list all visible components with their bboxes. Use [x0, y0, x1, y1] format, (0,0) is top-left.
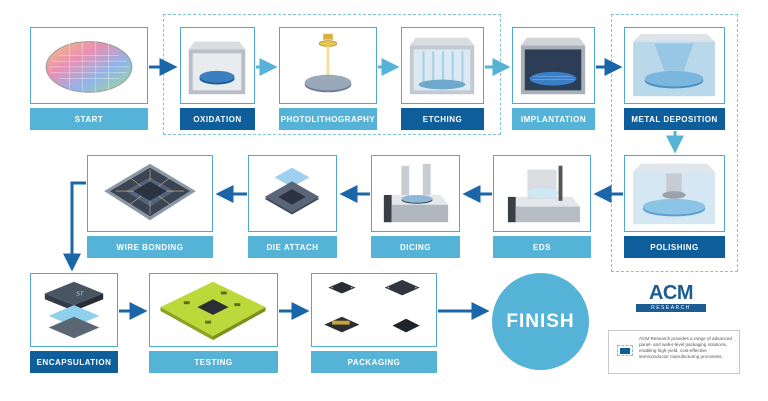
- label-die-attach: DIE ATTACH: [248, 236, 337, 258]
- acm-research-logo: ACM RESEARCH: [636, 283, 706, 312]
- step-metal-deposition: METAL DEPOSITION: [624, 27, 725, 130]
- label-encapsulation: ENCAPSULATION: [30, 351, 118, 373]
- die-attach-image: [248, 155, 337, 232]
- wafer-image: [30, 27, 148, 104]
- etching-image: [401, 27, 484, 104]
- label-dicing: DICING: [371, 236, 460, 258]
- oxidation-image: [180, 27, 255, 104]
- label-packaging: PACKAGING: [311, 351, 437, 373]
- encapsulation-image: ST: [30, 273, 118, 347]
- dicing-image: [371, 155, 460, 232]
- eds-image: [493, 155, 591, 232]
- label-implantation: IMPLANTATION: [512, 108, 595, 130]
- label-testing: TESTING: [149, 351, 278, 373]
- implantation-image: [512, 27, 595, 104]
- arrow-wirebonding-encapsulation: [63, 181, 86, 272]
- step-start: START: [30, 27, 148, 130]
- label-wire-bonding: WIRE BONDING: [87, 236, 213, 258]
- finish-circle: FINISH: [492, 273, 589, 370]
- svg-text:ST: ST: [76, 291, 84, 297]
- step-dicing: DICING: [371, 155, 460, 258]
- step-photolithography: PHOTOLITHOGRAPHY: [279, 27, 377, 130]
- label-photolithography: PHOTOLITHOGRAPHY: [279, 108, 377, 130]
- step-die-attach: DIE ATTACH: [248, 155, 337, 258]
- legend-key-icon: [617, 345, 633, 356]
- step-encapsulation: ST ENCAPSULATION: [30, 273, 118, 373]
- label-polishing: POLISHING: [624, 236, 725, 258]
- logo-main-text: ACM: [648, 282, 694, 304]
- legend-box: ACM Research provides a range of advance…: [608, 330, 740, 374]
- wire-bonding-image: [87, 155, 213, 232]
- testing-image: [149, 273, 278, 347]
- packaging-image: [311, 273, 437, 347]
- step-eds: EDS: [493, 155, 591, 258]
- step-implantation: IMPLANTATION: [512, 27, 595, 130]
- step-wire-bonding: WIRE BONDING: [87, 155, 213, 258]
- legend-text: ACM Research provides a range of advance…: [639, 336, 732, 359]
- metal-deposition-image: [624, 27, 725, 104]
- acm-frame-right: [611, 14, 738, 272]
- step-etching: ETCHING: [401, 27, 484, 130]
- label-metal-deposition: METAL DEPOSITION: [624, 108, 725, 130]
- step-polishing: POLISHING: [624, 155, 725, 258]
- polishing-image: [624, 155, 725, 232]
- step-testing: TESTING: [149, 273, 278, 373]
- label-eds: EDS: [493, 236, 591, 258]
- label-etching: ETCHING: [401, 108, 484, 130]
- logo-sub-text: RESEARCH: [636, 304, 706, 312]
- step-packaging: PACKAGING: [311, 273, 437, 373]
- step-oxidation: OXIDATION: [180, 27, 255, 130]
- label-start: START: [30, 108, 148, 130]
- photolithography-image: [279, 27, 377, 104]
- label-oxidation: OXIDATION: [180, 108, 255, 130]
